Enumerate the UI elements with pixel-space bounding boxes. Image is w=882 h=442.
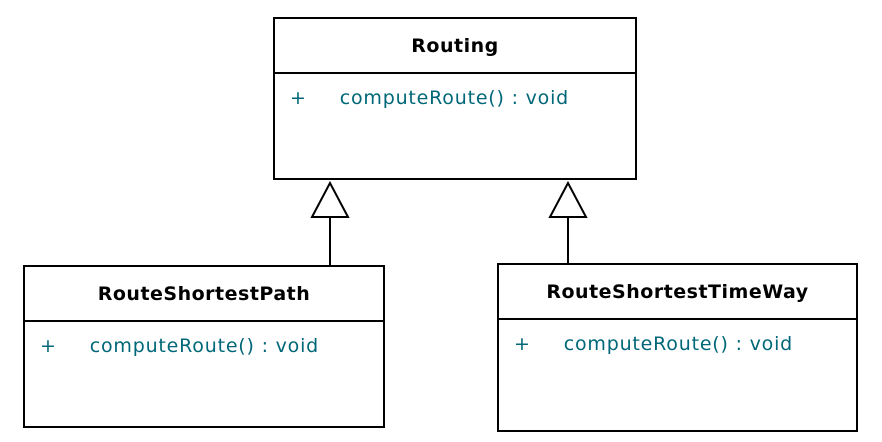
method-visibility: +: [514, 333, 531, 355]
class-name: Routing: [275, 19, 635, 74]
class-members-compartment: + computeRoute() : void: [499, 320, 856, 355]
class-name: RouteShortestTimeWay: [499, 265, 856, 320]
class-box-routeshortestpath: RouteShortestPath + computeRoute() : voi…: [23, 265, 385, 428]
method-visibility: +: [40, 335, 57, 357]
method-row: + computeRoute() : void: [514, 333, 856, 355]
hollow-triangle-icon: [310, 180, 350, 218]
generalization-routeshortesttimeway-to-routing: [548, 180, 588, 264]
method-signature: computeRoute() : void: [89, 335, 320, 357]
class-members-compartment: + computeRoute() : void: [275, 74, 635, 109]
method-row: + computeRoute() : void: [290, 87, 635, 109]
method-visibility: +: [290, 87, 307, 109]
method-signature: computeRoute() : void: [563, 333, 794, 355]
method-row: + computeRoute() : void: [40, 335, 383, 357]
method-signature: computeRoute() : void: [339, 87, 570, 109]
class-name: RouteShortestPath: [25, 267, 383, 322]
class-box-routing: Routing + computeRoute() : void: [273, 17, 637, 180]
generalization-routeshortestpath-to-routing: [310, 180, 350, 266]
hollow-triangle-icon: [548, 180, 588, 218]
class-box-routeshortesttimeway: RouteShortestTimeWay + computeRoute() : …: [497, 263, 858, 432]
class-members-compartment: + computeRoute() : void: [25, 322, 383, 357]
